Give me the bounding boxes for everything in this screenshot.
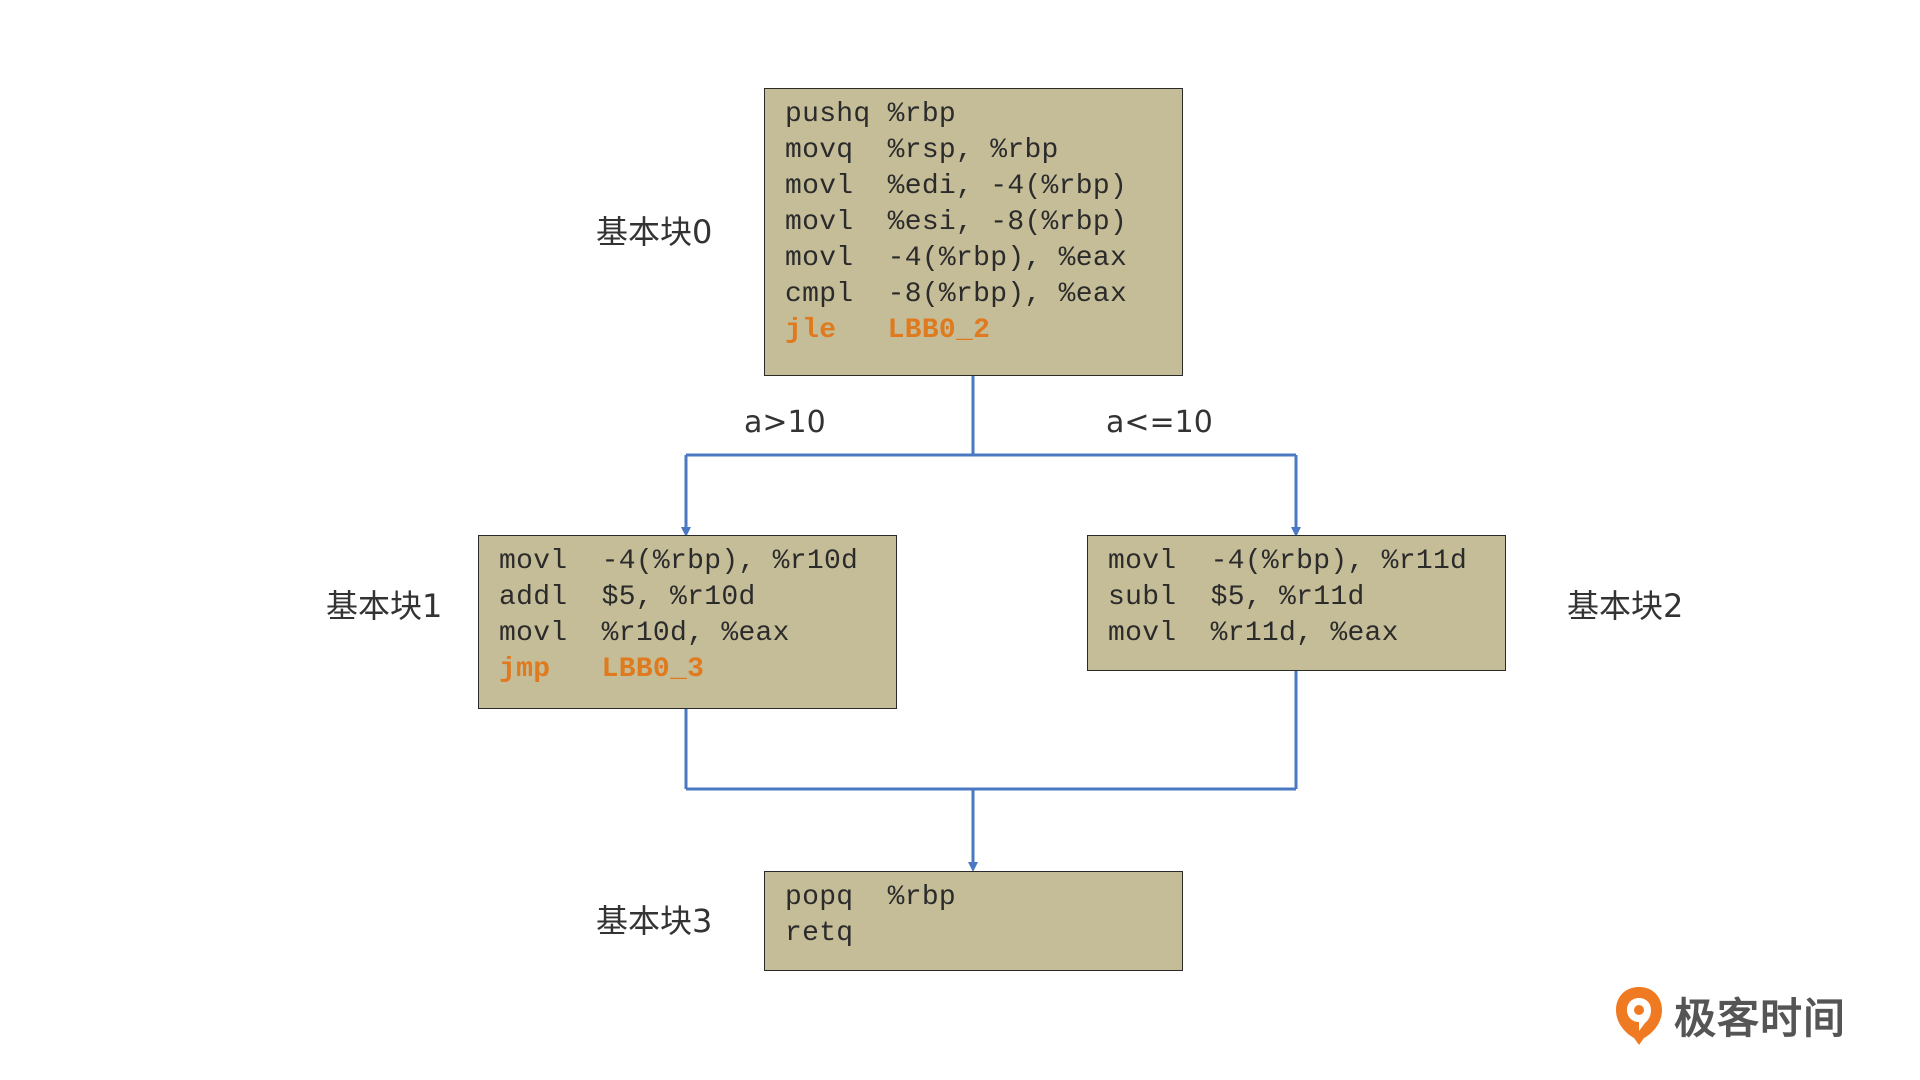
branch-instruction: jle LBB0_2 [785, 315, 991, 346]
code-line: movl %edi, -4(%rbp) [785, 171, 1128, 202]
code-line: movl %r11d, %eax [1108, 618, 1399, 649]
block-0-label: 基本块0 [596, 213, 713, 251]
code-line: retq [785, 918, 854, 949]
branch-instruction: jmp LBB0_3 [499, 654, 705, 685]
block-2-label: 基本块2 [1567, 587, 1684, 625]
code-line: movl -4(%rbp), %eax [785, 243, 1128, 274]
code-line: movl -4(%rbp), %r10d [499, 546, 859, 577]
code-line: movl %esi, -8(%rbp) [785, 207, 1128, 238]
code-line: popq %rbp [785, 882, 957, 913]
code-line: cmpl -8(%rbp), %eax [785, 279, 1128, 310]
code-line: movl %r10d, %eax [499, 618, 790, 649]
code-line: addl $5, %r10d [499, 582, 756, 613]
edge-label-right-condition: a<=10 [1106, 405, 1213, 440]
geektime-logo: 极客时间 [1612, 982, 1846, 1048]
code-line: pushq %rbp [785, 99, 957, 130]
edge-label-left-condition: a>10 [744, 405, 826, 440]
basic-block-2: movl -4(%rbp), %r11d subl $5, %r11d movl… [1087, 535, 1506, 671]
basic-block-3: popq %rbp retq [764, 871, 1183, 971]
code-line: movl -4(%rbp), %r11d [1108, 546, 1468, 577]
code-line: subl $5, %r11d [1108, 582, 1365, 613]
basic-block-0: pushq %rbp movq %rsp, %rbp movl %edi, -4… [764, 88, 1183, 376]
geektime-logo-text: 极客时间 [1674, 993, 1847, 1043]
block-1-label: 基本块1 [326, 587, 443, 625]
basic-block-1: movl -4(%rbp), %r10d addl $5, %r10d movl… [478, 535, 897, 709]
code-line: movq %rsp, %rbp [785, 135, 1059, 166]
geektime-logo-icon [1616, 987, 1662, 1045]
block-3-label: 基本块3 [596, 902, 713, 940]
